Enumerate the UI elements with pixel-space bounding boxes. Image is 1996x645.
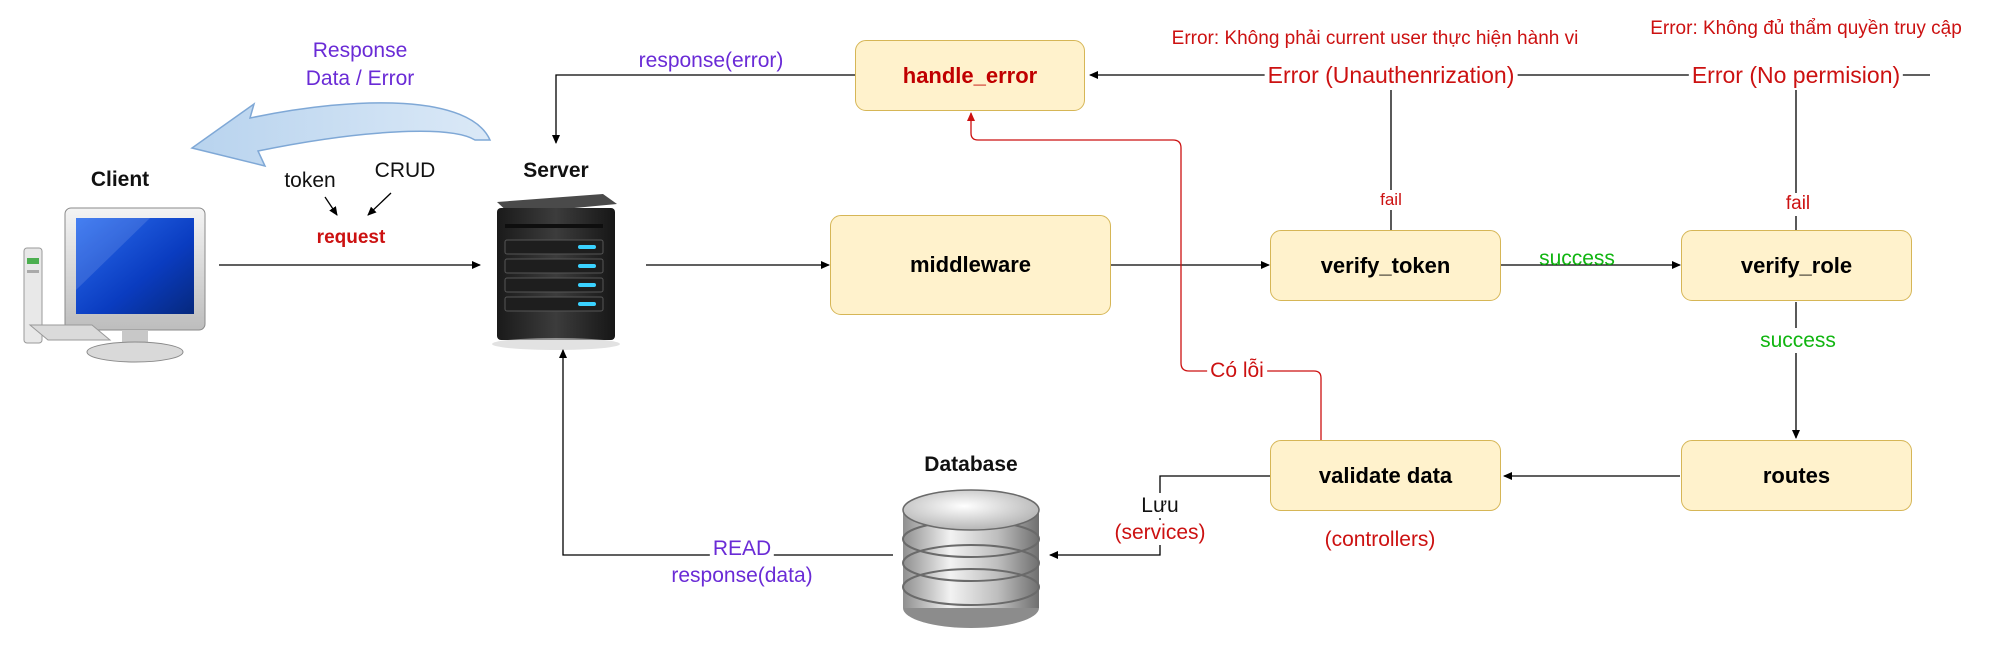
co-loi-label: Có lỗi xyxy=(1207,358,1267,384)
note-no-permission-label: Error: Không đủ thẩm quyền truy cập xyxy=(1650,18,1962,39)
edge-token-crud xyxy=(324,196,338,216)
node-handle-error-label: handle_error xyxy=(902,62,1038,88)
client-label: Client xyxy=(90,168,150,191)
luu-label: Lưu xyxy=(1138,493,1182,519)
database-cylinder-icon xyxy=(902,489,1040,628)
services-label: (services) xyxy=(1111,520,1209,546)
database-label: Database xyxy=(924,453,1018,476)
node-middleware-label: middleware xyxy=(909,252,1032,277)
node-verify-token-label: verify_token xyxy=(1320,252,1451,278)
node-handle-error[interactable]: handle_error xyxy=(855,40,1085,111)
connectors xyxy=(219,71,1930,559)
node-validate-data[interactable]: validate data xyxy=(1270,440,1501,511)
response-curved-arrow xyxy=(190,102,492,168)
response-error-label: response(error) xyxy=(635,48,787,74)
node-validate-data-label: validate data xyxy=(1318,462,1453,488)
fail-token-label: fail xyxy=(1377,190,1405,211)
request-label: request xyxy=(316,227,386,248)
desktop-computer-icon xyxy=(23,207,206,363)
read-label: READ xyxy=(709,536,775,562)
controllers-label: (controllers) xyxy=(1324,528,1436,551)
crud-label: CRUD xyxy=(374,159,436,182)
edge-crud-request xyxy=(367,192,392,216)
response-data-label: response(data) xyxy=(668,563,816,589)
server-label: Server xyxy=(523,159,589,182)
success-token-label: success xyxy=(1539,247,1615,270)
response-data-error-label: Data / Error xyxy=(305,67,415,90)
edge-database-server xyxy=(559,349,893,556)
node-verify-token[interactable]: verify_token xyxy=(1270,230,1501,301)
node-routes[interactable]: routes xyxy=(1681,440,1912,511)
error-no-permission-label: Error (No permision) xyxy=(1688,62,1904,90)
success-role-label: success xyxy=(1757,328,1839,354)
node-verify-role-label: verify_role xyxy=(1740,252,1853,278)
token-label: token xyxy=(284,169,336,192)
node-verify-role[interactable]: verify_role xyxy=(1681,230,1912,301)
response-label: Response xyxy=(312,39,408,62)
edge-handle-error-server xyxy=(552,74,855,144)
fail-role-label: fail xyxy=(1782,193,1814,216)
server-tower-icon xyxy=(492,194,620,350)
edge-validate-handle-error xyxy=(967,112,1322,440)
note-unauth-label: Error: Không phải current user thực hiện… xyxy=(1171,28,1579,49)
node-routes-label: routes xyxy=(1762,462,1831,488)
error-unauth-label: Error (Unauthenrization) xyxy=(1264,62,1518,90)
node-middleware[interactable]: middleware xyxy=(830,215,1111,315)
